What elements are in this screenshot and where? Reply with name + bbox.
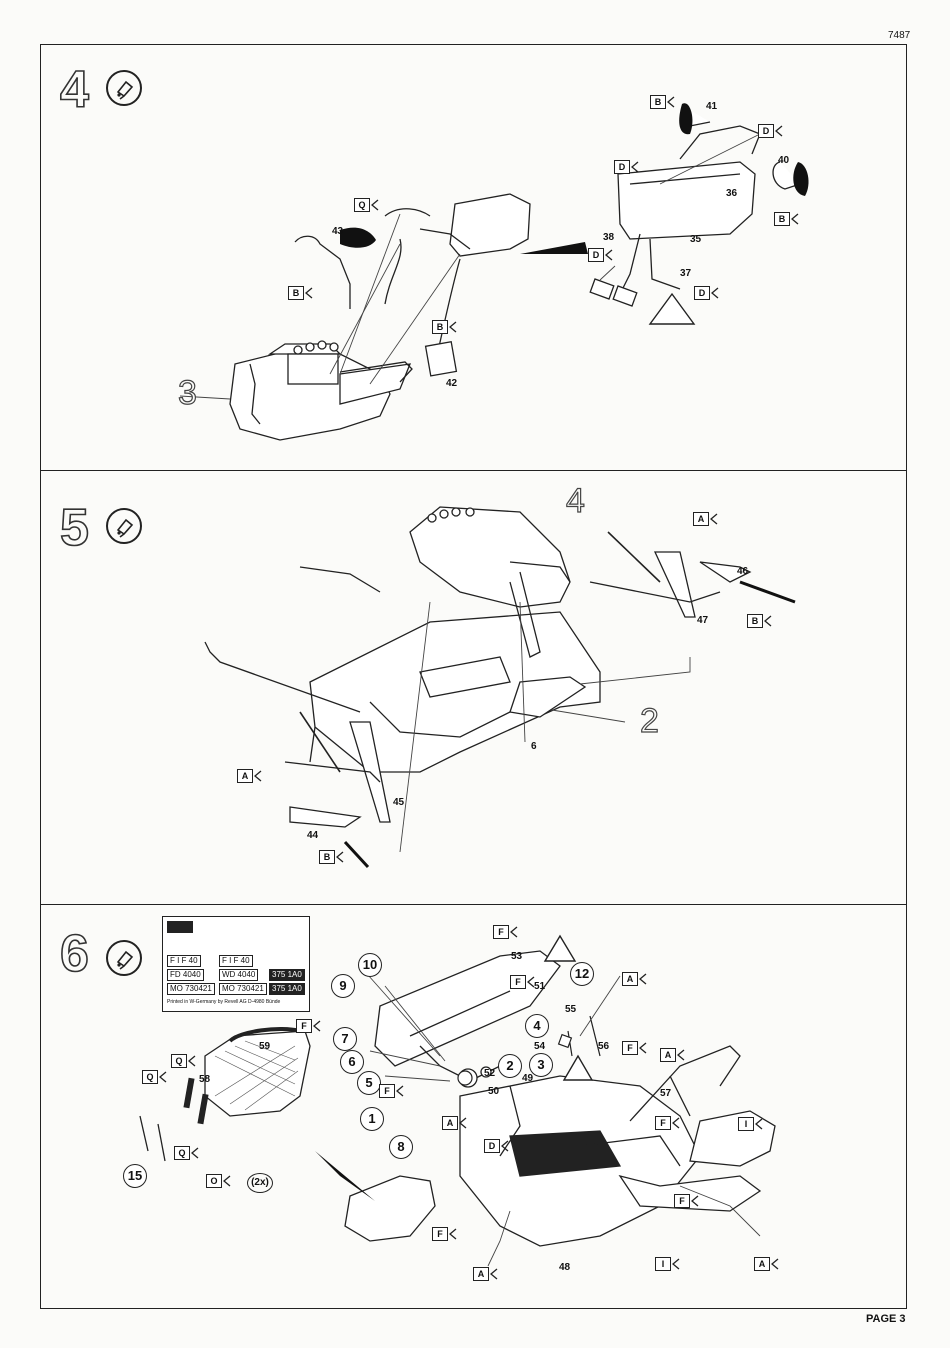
glue-icon: [106, 940, 142, 976]
part-number: 58: [199, 1074, 211, 1085]
part-number: 56: [598, 1041, 610, 1052]
sprue-tag: Q: [354, 198, 379, 212]
sprue-tag: B: [319, 850, 344, 864]
part-number: 6: [531, 741, 537, 752]
sprue-tag: A: [660, 1048, 685, 1062]
step-divider-1: [40, 470, 907, 471]
glue-icon: [106, 508, 142, 544]
decal-plate: WD 4040: [219, 969, 259, 981]
ref-circle: 12: [570, 962, 594, 986]
ref-circle: 10: [358, 953, 382, 977]
decal-sheet: F I F 40 F I F 40 FD 4040 WD 4040 MO 730…: [162, 916, 310, 1012]
sprue-tag: I: [655, 1257, 680, 1271]
decal-plate: 375 1A0: [269, 983, 305, 995]
quantity-label: (2x): [247, 1173, 273, 1193]
sprue-tag: A: [237, 769, 262, 783]
step4-drawing: [179, 103, 809, 441]
glue-icon: [106, 70, 142, 106]
part-number: 37: [680, 268, 692, 279]
sprue-tag: D: [758, 124, 783, 138]
sprue-tag: F: [674, 1194, 699, 1208]
sprue-tag: B: [747, 614, 772, 628]
sprue-tag: B: [774, 212, 799, 226]
step-divider-2: [40, 904, 907, 905]
sprue-tag: D: [614, 160, 639, 174]
step-number: 5: [59, 499, 90, 557]
step-number: 4: [59, 61, 90, 119]
decal-shape: [167, 921, 193, 933]
part-number: 35: [690, 234, 702, 245]
part-number: 41: [706, 101, 718, 112]
sprue-tag: I: [738, 1117, 763, 1131]
sub-assembly-ref: 2: [639, 702, 659, 740]
sprue-tag: A: [442, 1116, 467, 1130]
ref-circle: 4: [525, 1014, 549, 1038]
part-number: 54: [534, 1041, 546, 1052]
part-number: 45: [393, 797, 405, 808]
ref-circle: 2: [498, 1054, 522, 1078]
sub-assembly-ref: 3: [177, 374, 197, 412]
step-number: 6: [59, 925, 90, 983]
sprue-tag: Q: [171, 1054, 196, 1068]
sprue-tag: F: [622, 1041, 647, 1055]
ref-circle: 8: [389, 1135, 413, 1159]
part-number: 36: [726, 188, 738, 199]
step6-drawing: [139, 934, 776, 1267]
sprue-tag: F: [510, 975, 535, 989]
sub-assembly-ref: 4: [565, 482, 585, 520]
sprue-tag: D: [588, 248, 613, 262]
part-number: 44: [307, 830, 319, 841]
decal-plate: F I F 40: [219, 955, 253, 967]
sprue-tag: F: [379, 1084, 404, 1098]
part-number: 52: [484, 1068, 496, 1079]
decal-plate: FD 4040: [167, 969, 204, 981]
ref-circle: 9: [331, 974, 355, 998]
step5-drawing: [204, 506, 796, 869]
decal-footer: Printed in W-Germany by Revell AG D-4980…: [167, 999, 281, 1005]
sprue-tag: F: [432, 1227, 457, 1241]
part-number: 49: [522, 1073, 534, 1084]
decal-plate: MO 730421: [219, 983, 267, 995]
sprue-tag: Q: [174, 1146, 199, 1160]
part-number: 42: [446, 378, 458, 389]
part-number: 53: [511, 951, 523, 962]
ref-circle: 7: [333, 1027, 357, 1051]
part-number: 38: [603, 232, 615, 243]
sprue-tag: A: [622, 972, 647, 986]
part-number: 40: [778, 155, 790, 166]
part-number: 55: [565, 1004, 577, 1015]
sprue-tag: Q: [142, 1070, 167, 1084]
instruction-frame: [40, 44, 907, 1309]
decal-plate: 375 1A0: [269, 969, 305, 981]
sprue-tag: F: [296, 1019, 321, 1033]
ref-circle: 6: [340, 1050, 364, 1074]
sprue-tag: F: [493, 925, 518, 939]
sprue-tag: A: [693, 512, 718, 526]
part-number: 59: [259, 1041, 271, 1052]
sprue-tag: F: [655, 1116, 680, 1130]
part-number: 46: [737, 566, 749, 577]
ref-circle: 3: [529, 1053, 553, 1077]
page-number: PAGE 3: [866, 1313, 906, 1325]
sprue-tag: D: [694, 286, 719, 300]
decal-plate: MO 730421: [167, 983, 215, 995]
ref-circle: 1: [360, 1107, 384, 1131]
decal-plate: F I F 40: [167, 955, 201, 967]
sprue-tag: B: [432, 320, 457, 334]
part-number: 47: [697, 615, 709, 626]
sprue-tag: B: [288, 286, 313, 300]
ref-circle: 15: [123, 1164, 147, 1188]
sprue-tag: O: [206, 1174, 231, 1188]
part-number: 51: [534, 981, 546, 992]
sprue-tag: A: [754, 1257, 779, 1271]
part-number: 57: [660, 1088, 672, 1099]
sprue-tag: D: [484, 1139, 509, 1153]
part-number: 43: [332, 226, 344, 237]
part-number: 48: [559, 1262, 571, 1273]
sprue-tag: B: [650, 95, 675, 109]
document-code: 7487: [888, 30, 911, 41]
part-number: 50: [488, 1086, 500, 1097]
sprue-tag: A: [473, 1267, 498, 1281]
ref-circle: 5: [357, 1071, 381, 1095]
